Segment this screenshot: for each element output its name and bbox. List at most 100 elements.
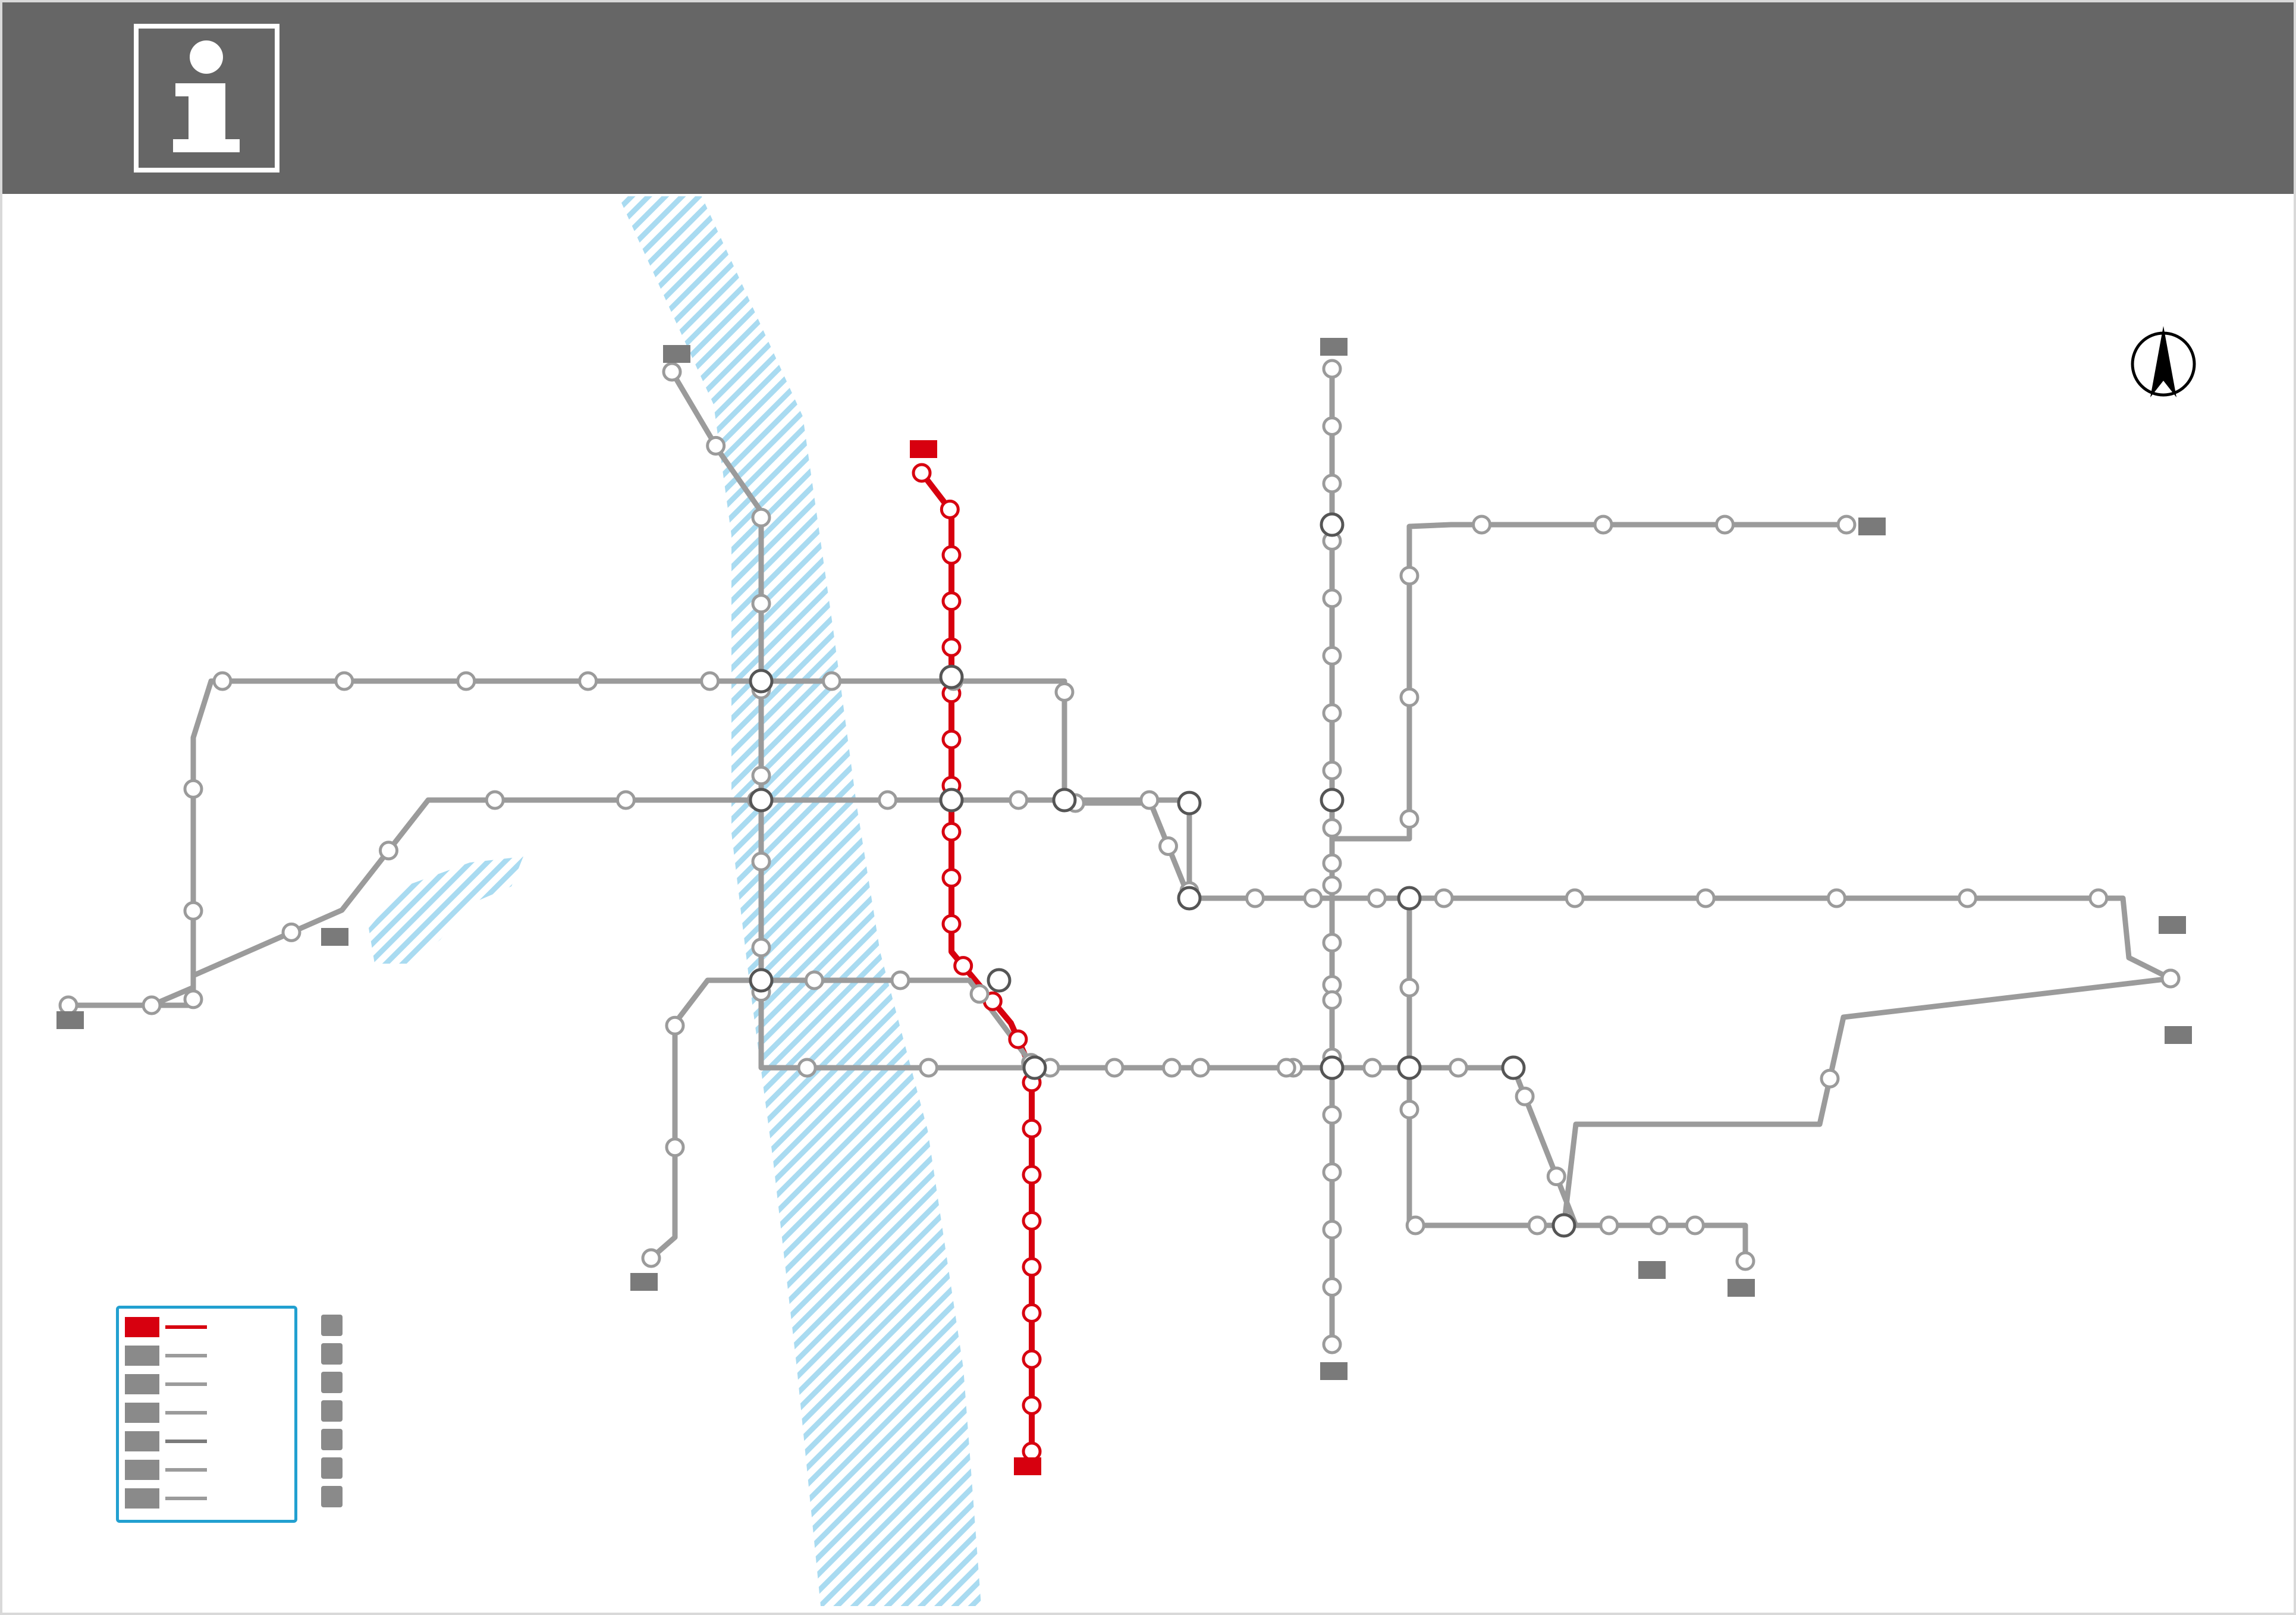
line-6-station-marker[interactable]: [1565, 888, 1585, 908]
line-5-station-marker[interactable]: [1322, 1162, 1342, 1183]
line-1-station-marker[interactable]: [1022, 1118, 1042, 1139]
line-5-station-marker[interactable]: [1322, 416, 1342, 436]
transfer-icon[interactable]: [1320, 788, 1345, 813]
line-5-station-marker[interactable]: [1322, 473, 1342, 494]
transfer-icon[interactable]: [1022, 1055, 1047, 1080]
line-4-station-marker[interactable]: [751, 594, 771, 614]
line-1-station-marker[interactable]: [941, 729, 962, 750]
line-3-station-marker[interactable]: [1472, 515, 1492, 535]
line-2-station-marker[interactable]: [1245, 888, 1265, 908]
transfer-icon[interactable]: [1177, 791, 1202, 816]
line-3-station-marker[interactable]: [1399, 687, 1419, 707]
line-3-station-marker[interactable]: [1399, 566, 1419, 586]
line-4-station-marker[interactable]: [804, 970, 824, 990]
line-4-station-marker[interactable]: [706, 435, 726, 456]
line-4-station-marker[interactable]: [1515, 1086, 1535, 1106]
line-2-station-marker[interactable]: [1399, 977, 1419, 998]
line-4-station-marker[interactable]: [751, 766, 771, 786]
maglev-express-station-marker[interactable]: [2160, 968, 2181, 989]
line-4-station-marker[interactable]: [890, 970, 910, 990]
line-4-station-marker[interactable]: [1735, 1251, 1755, 1271]
transfer-icon[interactable]: [749, 788, 774, 813]
line-6-station-marker[interactable]: [1958, 888, 1977, 908]
transfer-icon[interactable]: [1052, 788, 1077, 813]
line-5-station-marker[interactable]: [1322, 359, 1342, 379]
line-1-station-marker[interactable]: [941, 591, 962, 611]
line-5-station-marker[interactable]: [1322, 760, 1342, 780]
line-5-station-marker[interactable]: [1322, 588, 1342, 609]
line-3-station-marker[interactable]: [797, 1058, 817, 1078]
line-6-station-marker[interactable]: [485, 790, 505, 810]
line-1-station-marker[interactable]: [941, 821, 962, 842]
line-2-station-marker[interactable]: [1158, 836, 1178, 856]
transfer-icon[interactable]: [939, 788, 964, 813]
line-6-station-marker[interactable]: [615, 790, 636, 810]
line-6-station-marker[interactable]: [183, 989, 203, 1009]
transfer-icon[interactable]: [1397, 1055, 1422, 1080]
line-5-station-marker[interactable]: [1322, 933, 1342, 953]
line-1-station-marker[interactable]: [953, 956, 973, 976]
line-4-station-marker[interactable]: [1362, 1058, 1383, 1078]
line-1-station-marker[interactable]: [940, 499, 960, 519]
line-6-station-marker[interactable]: [379, 841, 398, 861]
line-4-station-marker[interactable]: [1546, 1166, 1566, 1187]
line-1-station-marker[interactable]: [941, 637, 962, 657]
line-6-station-marker[interactable]: [1009, 790, 1029, 810]
line-2-station-marker[interactable]: [183, 779, 203, 799]
line-2-station-marker[interactable]: [1527, 1215, 1547, 1235]
transfer-icon[interactable]: [1397, 886, 1422, 911]
line-4-station-marker[interactable]: [1104, 1058, 1125, 1078]
line-2-station-marker[interactable]: [1054, 682, 1075, 702]
line-1-station-marker[interactable]: [912, 463, 932, 483]
line-3-station-marker[interactable]: [665, 1137, 685, 1158]
transfer-icon[interactable]: [939, 664, 964, 689]
line-4-station-marker[interactable]: [1599, 1215, 1619, 1235]
line-5-station-marker[interactable]: [1322, 1277, 1342, 1297]
line-5-station-marker[interactable]: [1322, 875, 1342, 895]
line-6-station-marker[interactable]: [58, 995, 78, 1015]
line-6-station-marker[interactable]: [1303, 888, 1323, 908]
line-5-station-marker[interactable]: [1322, 1219, 1342, 1240]
line-2-station-marker[interactable]: [578, 671, 598, 691]
transfer-icon[interactable]: [749, 968, 774, 993]
transfer-icon[interactable]: [1501, 1055, 1526, 1080]
line-3-station-marker[interactable]: [1715, 515, 1735, 535]
line-4-station-marker[interactable]: [751, 507, 771, 528]
line-2-station-marker[interactable]: [142, 995, 162, 1015]
line-6-station-marker[interactable]: [2088, 888, 2109, 908]
line-6-station-marker[interactable]: [1434, 888, 1454, 908]
line-6-station-marker[interactable]: [1139, 790, 1160, 810]
line-6-station-marker[interactable]: [878, 790, 898, 810]
line-4-station-marker[interactable]: [751, 937, 771, 958]
line-6-station-marker[interactable]: [1826, 888, 1846, 908]
line-3-station-marker[interactable]: [1836, 515, 1857, 535]
line-6-station-marker[interactable]: [281, 922, 301, 942]
transfer-icon[interactable]: [987, 968, 1012, 993]
line-2-station-marker[interactable]: [1399, 1099, 1419, 1119]
line-2-station-marker[interactable]: [700, 671, 720, 691]
line-3-station-marker[interactable]: [919, 1058, 938, 1078]
line-5-station-marker[interactable]: [1322, 1334, 1342, 1354]
maglev-express-station-marker[interactable]: [1820, 1068, 1840, 1089]
line-5-station-marker[interactable]: [1322, 703, 1342, 723]
transfer-icon[interactable]: [1320, 1055, 1345, 1080]
transfer-icon[interactable]: [1551, 1213, 1576, 1238]
line-2-station-marker[interactable]: [456, 671, 476, 691]
line-1-station-marker[interactable]: [1008, 1029, 1028, 1049]
line-2-station-marker[interactable]: [212, 671, 233, 691]
line-5-station-marker[interactable]: [1322, 990, 1342, 1010]
line-2-station-marker[interactable]: [1367, 888, 1387, 908]
line-4-station-marker[interactable]: [969, 984, 990, 1004]
line-1-station-marker[interactable]: [1022, 1441, 1042, 1462]
line-3-station-marker[interactable]: [1399, 809, 1419, 829]
line-3-station-marker[interactable]: [1162, 1058, 1182, 1078]
transfer-icon[interactable]: [749, 669, 774, 694]
line-2-station-marker[interactable]: [1405, 1215, 1425, 1235]
line-1-station-marker[interactable]: [941, 868, 962, 888]
line-5-station-marker[interactable]: [1322, 818, 1342, 838]
line-4-station-marker[interactable]: [1191, 1058, 1211, 1078]
line-1-station-marker[interactable]: [941, 914, 962, 934]
transfer-icon[interactable]: [1177, 886, 1202, 911]
line-4-station-marker[interactable]: [1276, 1058, 1296, 1078]
line-1-station-marker[interactable]: [1022, 1257, 1042, 1277]
